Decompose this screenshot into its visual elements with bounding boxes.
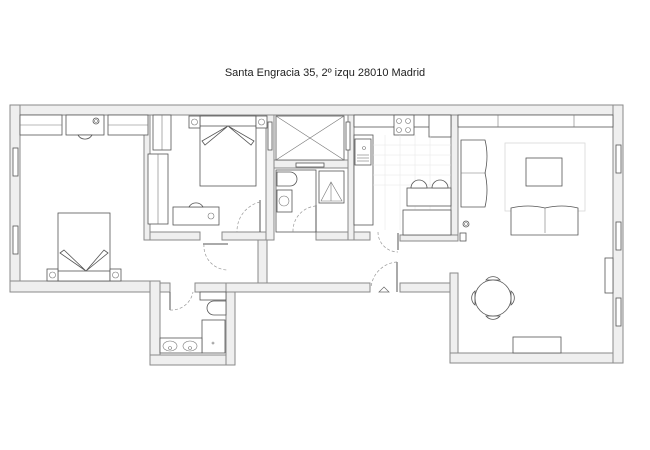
desk xyxy=(172,206,220,226)
sofa xyxy=(510,205,579,236)
plan-title: Santa Engracia 35, 2º izqu 28010 Madrid xyxy=(224,67,426,79)
armchair-sofa xyxy=(460,139,488,208)
sideboard xyxy=(457,114,614,128)
kitchen xyxy=(353,114,452,236)
nightstand xyxy=(109,268,122,282)
entrance-marker-icon xyxy=(378,286,390,293)
lamp-icon xyxy=(92,117,100,125)
windows xyxy=(12,121,622,327)
desk xyxy=(65,114,105,136)
toilet xyxy=(206,300,227,316)
nightstand xyxy=(188,115,201,129)
double-bed xyxy=(199,115,257,187)
bathroom-2 xyxy=(159,291,227,354)
nightstand xyxy=(255,115,268,129)
bar-counter xyxy=(406,187,452,207)
shower xyxy=(201,319,226,354)
bathroom-1 xyxy=(275,169,345,233)
master-bedroom xyxy=(19,114,149,282)
chair xyxy=(188,202,204,208)
toilet xyxy=(276,171,298,187)
sink xyxy=(354,138,372,166)
cooktop xyxy=(393,114,415,136)
doors xyxy=(169,200,399,311)
nightstand xyxy=(46,268,59,282)
dining-table xyxy=(474,279,512,317)
sink xyxy=(276,189,293,213)
tv-unit xyxy=(512,336,562,354)
bedroom-2 xyxy=(147,114,268,226)
coffee-table xyxy=(525,157,563,187)
lightwell xyxy=(275,115,345,161)
chair xyxy=(77,134,93,140)
chair xyxy=(485,276,501,281)
chair xyxy=(485,315,501,320)
fridge xyxy=(428,114,452,138)
living-room xyxy=(457,114,614,354)
chair xyxy=(510,290,515,306)
stool xyxy=(431,179,449,189)
stool xyxy=(410,179,428,189)
double-sink xyxy=(159,337,203,354)
chair xyxy=(471,290,476,306)
